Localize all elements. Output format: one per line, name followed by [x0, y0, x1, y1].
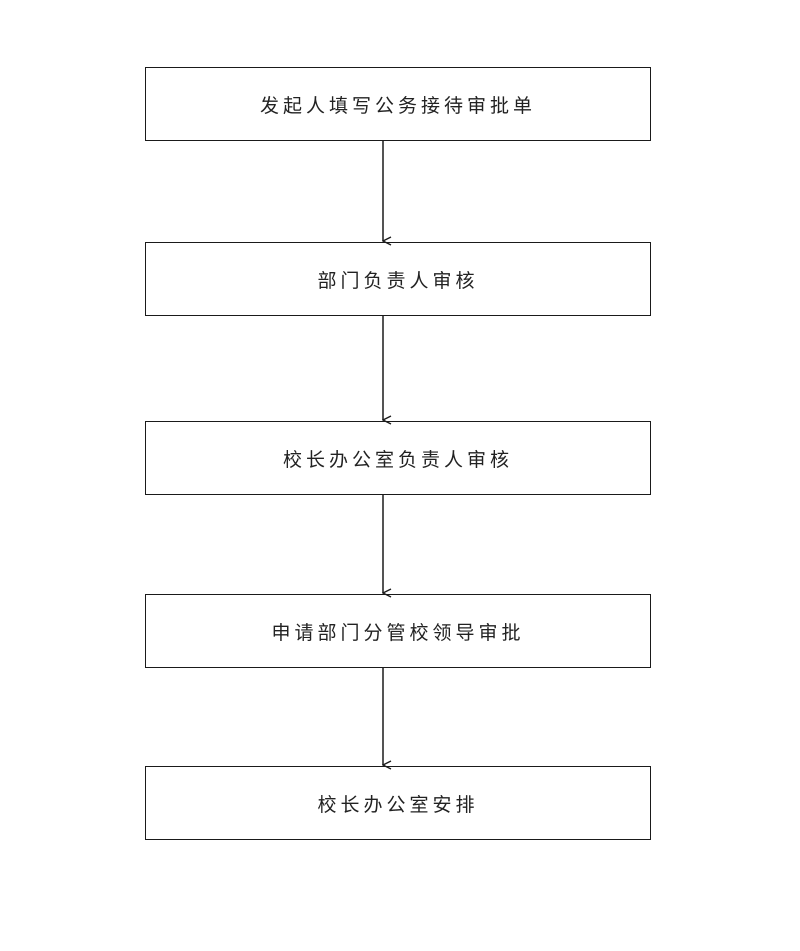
step-label: 发起人填写公务接待审批单	[259, 94, 536, 117]
step-box-fill-approval-form: 发起人填写公务接待审批单	[145, 67, 651, 141]
step-box-department-head-review: 部门负责人审核	[145, 242, 651, 316]
step-label: 申请部门分管校领导审批	[271, 621, 525, 644]
step-label: 校长办公室安排	[317, 793, 479, 816]
step-box-president-office-arrangement: 校长办公室安排	[145, 766, 651, 840]
step-box-president-office-head-review: 校长办公室负责人审核	[145, 421, 651, 495]
step-label: 校长办公室负责人审核	[282, 448, 513, 471]
step-label: 部门负责人审核	[317, 269, 479, 292]
step-box-school-leader-approval: 申请部门分管校领导审批	[145, 594, 651, 668]
